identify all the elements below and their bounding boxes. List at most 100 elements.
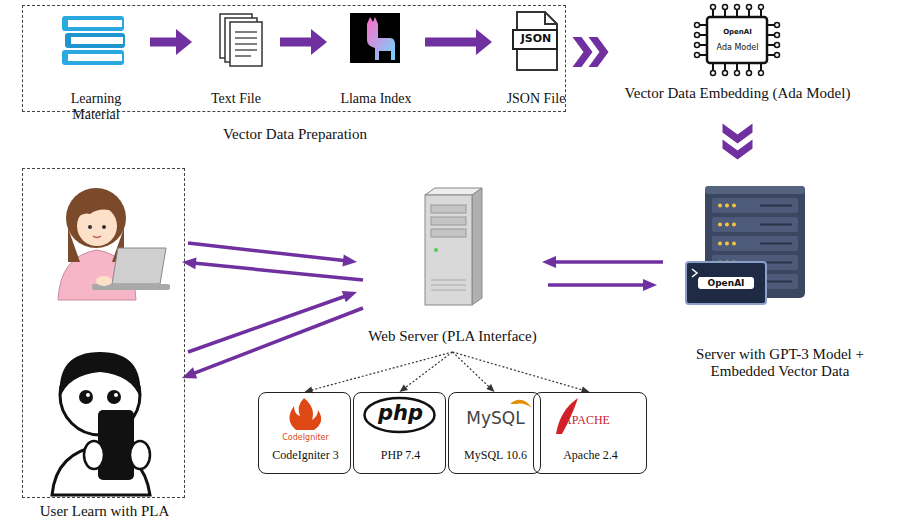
logo-text: MySQL — [449, 409, 542, 429]
llama-icon — [350, 13, 400, 63]
logo-text: JSON — [496, 33, 576, 46]
tech-box: CodeIgniterCodeIgniter 3 — [258, 392, 351, 474]
dotted-arrow — [305, 352, 453, 393]
web-server-icon — [425, 195, 472, 305]
books-icon — [62, 16, 124, 31]
logo-text: OpenAI — [615, 28, 860, 36]
chip-icon — [735, 5, 740, 10]
connector-line — [311, 352, 453, 390]
server-rack-icon — [760, 205, 792, 207]
text-file-icon — [220, 14, 262, 66]
arrowhead — [342, 254, 357, 266]
node-label: Server with GPT-3 Model + Embedded Vecto… — [692, 346, 868, 381]
books-icon — [68, 54, 122, 61]
double-chevron — [723, 124, 753, 160]
text-file-icon — [230, 22, 262, 66]
arrowhead — [342, 291, 357, 302]
chip-icon — [711, 5, 716, 10]
node-label: Vector Data Embedding (Ada Model) — [615, 85, 860, 102]
arrowhead — [176, 29, 192, 55]
connector-line — [150, 38, 179, 47]
terminal-screen-icon — [686, 262, 766, 304]
server-rack-icon — [725, 242, 729, 246]
icon-item: Text File — [196, 9, 276, 109]
chip-icon — [747, 71, 752, 76]
chip-icon — [695, 33, 700, 38]
woman-figure — [93, 236, 101, 238]
server-rack-icon — [732, 242, 736, 246]
woman-figure — [58, 188, 170, 300]
node-label: MySQL 10.6 — [449, 449, 542, 463]
node-label: Text File — [196, 91, 276, 107]
server-item: OpenAIServer with GPT-3 Model + Embedded… — [660, 178, 900, 388]
flow-arrow — [548, 279, 657, 291]
node-label: Apache 2.4 — [534, 449, 648, 463]
server-rack-icon — [712, 236, 798, 251]
server-rack-icon — [718, 223, 722, 227]
region-box: Vector Data PreparationLearning Material… — [22, 5, 566, 112]
books-icon — [68, 20, 122, 27]
node-label: Llama Index — [331, 91, 421, 107]
man-figure — [107, 390, 121, 404]
woman-figure — [77, 206, 117, 246]
web-server-icon — [431, 229, 466, 237]
woman-figure — [112, 248, 166, 284]
terminal-screen-icon — [686, 262, 766, 304]
server-rack-icon — [718, 242, 722, 246]
codeigniter-logo — [289, 398, 321, 430]
web-server-icon — [431, 205, 466, 213]
connector-line — [453, 352, 490, 388]
mysql-logo — [510, 400, 532, 408]
web-server-icon — [425, 188, 482, 305]
flow-arrow — [425, 29, 492, 55]
users-box: User Learn with PLA — [22, 168, 185, 498]
connector-line — [192, 308, 363, 374]
connector-line — [188, 243, 346, 261]
chip-icon — [723, 71, 728, 76]
man-figure — [84, 441, 104, 469]
logo-text: CodeIgniter — [259, 433, 352, 442]
connector-line — [193, 263, 363, 280]
server-rack-icon — [760, 224, 792, 226]
chip-icon — [775, 33, 780, 38]
arrowhead — [542, 256, 556, 268]
connector-line — [453, 352, 584, 390]
man-figure — [130, 441, 150, 469]
double-chevron — [573, 37, 609, 67]
mysql-logo — [510, 400, 532, 408]
flow-arrow — [280, 29, 327, 55]
double-chevron — [573, 37, 593, 67]
books-icon — [65, 33, 125, 48]
tech-box: phpPHP 7.4 — [353, 392, 446, 474]
node-label: Vector Data Preparation — [23, 126, 567, 143]
flow-arrow — [182, 308, 363, 379]
man-figure — [60, 352, 141, 398]
flow-arrow — [150, 29, 192, 55]
chip-icon — [775, 53, 780, 58]
dotted-arrow — [453, 352, 590, 393]
flow-arrow — [182, 257, 363, 280]
server-rack-icon — [725, 204, 729, 208]
chip-icon — [759, 5, 764, 10]
node-label: JSON File — [496, 91, 576, 107]
connector-line — [280, 38, 314, 47]
codeigniter-logo — [289, 398, 321, 430]
connector-line — [548, 283, 646, 287]
logo-text: Ada Model — [615, 43, 860, 52]
web-server-icon — [431, 217, 466, 225]
arrowhead — [476, 29, 492, 55]
double-chevron — [589, 37, 609, 67]
chip-icon — [775, 23, 780, 28]
server-rack-icon — [705, 186, 805, 194]
connector-line — [553, 260, 663, 264]
server-rack-icon — [712, 217, 798, 232]
books-icon — [62, 16, 125, 65]
chip-icon — [695, 53, 700, 58]
icon-item: Llama Index — [331, 9, 421, 109]
chip-icon — [695, 23, 700, 28]
web-server-icon — [472, 188, 482, 305]
double-chevron — [723, 124, 753, 144]
books-icon — [62, 50, 124, 65]
chevron-arrow — [723, 124, 753, 160]
